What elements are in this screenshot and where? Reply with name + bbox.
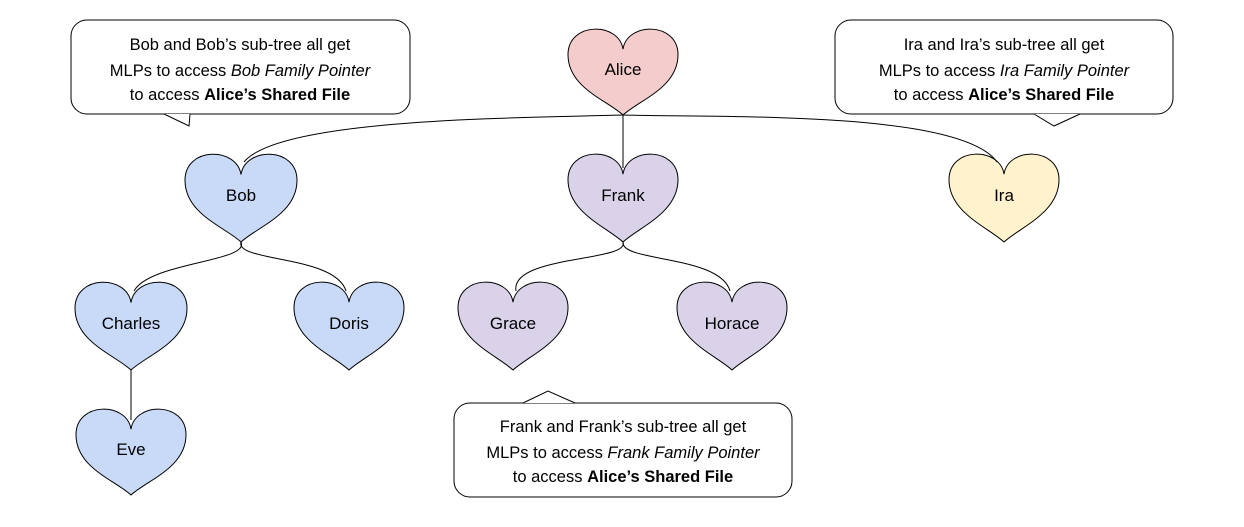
- node-eve: Eve: [75, 408, 187, 496]
- grace-label: Grace: [490, 314, 536, 333]
- node-doris: Doris: [293, 281, 405, 371]
- callout-bob-text-segment: MLPs to access: [110, 62, 231, 80]
- callout-frank-box: [453, 402, 793, 498]
- horace-label: Horace: [705, 314, 760, 333]
- callout-ira-tail: [1033, 113, 1081, 127]
- edge-frank-grace: [515, 241, 624, 292]
- ira-label: Ira: [994, 186, 1014, 205]
- callout-frank-line-1: Frank and Frank’s sub-tree all get: [500, 418, 747, 436]
- horace-heart-shape: [676, 281, 788, 371]
- callout-frank-text-segment: Frank and Frank’s sub-tree all get: [500, 418, 747, 436]
- callout-frank-text-segment: Alice’s Shared File: [587, 468, 733, 486]
- ira-heart-shape: [948, 153, 1060, 243]
- node-alice: Alice: [567, 28, 679, 116]
- callout-ira-text-segment: MLPs to access: [879, 62, 1000, 80]
- grace-heart-shape: [457, 281, 569, 371]
- callout-ira-tail-fill: [1034, 114, 1080, 126]
- callout-ira-text-segment: Ira and Ira’s sub-tree all get: [904, 36, 1105, 54]
- callout-bob-tail: [163, 113, 191, 127]
- eve-heart-shape: [75, 408, 187, 496]
- callout-frank-tail: [522, 390, 576, 404]
- callout-bob-text-segment: Bob Family Pointer: [231, 62, 372, 80]
- callout-ira-box: [834, 19, 1174, 115]
- node-ira: Ira: [948, 153, 1060, 243]
- callout-bob-text-segment: Alice’s Shared File: [204, 86, 350, 104]
- callout-bob-line-3: to access Alice’s Shared File: [130, 86, 350, 104]
- node-charles: Charles: [74, 281, 188, 371]
- bob-label: Bob: [226, 186, 256, 205]
- callout-ira-text-segment: to access: [894, 86, 968, 104]
- callout-frank-text-segment: Frank Family Pointer: [607, 444, 761, 462]
- doris-label: Doris: [329, 314, 369, 333]
- alice-label: Alice: [605, 60, 642, 79]
- edge-bob-charles: [133, 241, 242, 292]
- callout-bob-box: [70, 19, 411, 115]
- node-frank: Frank: [567, 153, 679, 243]
- callout-ira-line-2: MLPs to access Ira Family Pointer: [879, 62, 1131, 80]
- callout-frank-line-3: to access Alice’s Shared File: [513, 468, 733, 486]
- eve-label: Eve: [116, 440, 145, 459]
- node-grace: Grace: [457, 281, 569, 371]
- charles-label: Charles: [102, 314, 161, 333]
- edge-bob-doris: [240, 241, 347, 292]
- edge-alice-bob: [243, 114, 624, 163]
- callout-frank-text-segment: to access: [513, 468, 587, 486]
- callout-bob-text-segment: Bob and Bob’s sub-tree all get: [130, 36, 351, 54]
- frank-label: Frank: [601, 186, 645, 205]
- edges: [130, 114, 998, 420]
- edge-frank-horace: [622, 241, 731, 292]
- callout-frank-line-2: MLPs to access Frank Family Pointer: [486, 444, 761, 462]
- callout-ira-text-segment: Alice’s Shared File: [968, 86, 1114, 104]
- callout-bob-line-2: MLPs to access Bob Family Pointer: [110, 62, 372, 80]
- callout-bob-line-1: Bob and Bob’s sub-tree all get: [130, 36, 351, 54]
- node-horace: Horace: [676, 281, 788, 371]
- doris-heart-shape: [293, 281, 405, 371]
- node-bob: Bob: [184, 153, 298, 243]
- callout-ira-line-1: Ira and Ira’s sub-tree all get: [904, 36, 1105, 54]
- callout-ira-line-3: to access Alice’s Shared File: [894, 86, 1114, 104]
- edge-alice-ira: [622, 114, 998, 163]
- callout-ira-text-segment: Ira Family Pointer: [1000, 62, 1131, 80]
- callout-frank-tail-fill: [523, 391, 575, 403]
- callout-bob-text-segment: to access: [130, 86, 204, 104]
- callout-frank-text-segment: MLPs to access: [486, 444, 607, 462]
